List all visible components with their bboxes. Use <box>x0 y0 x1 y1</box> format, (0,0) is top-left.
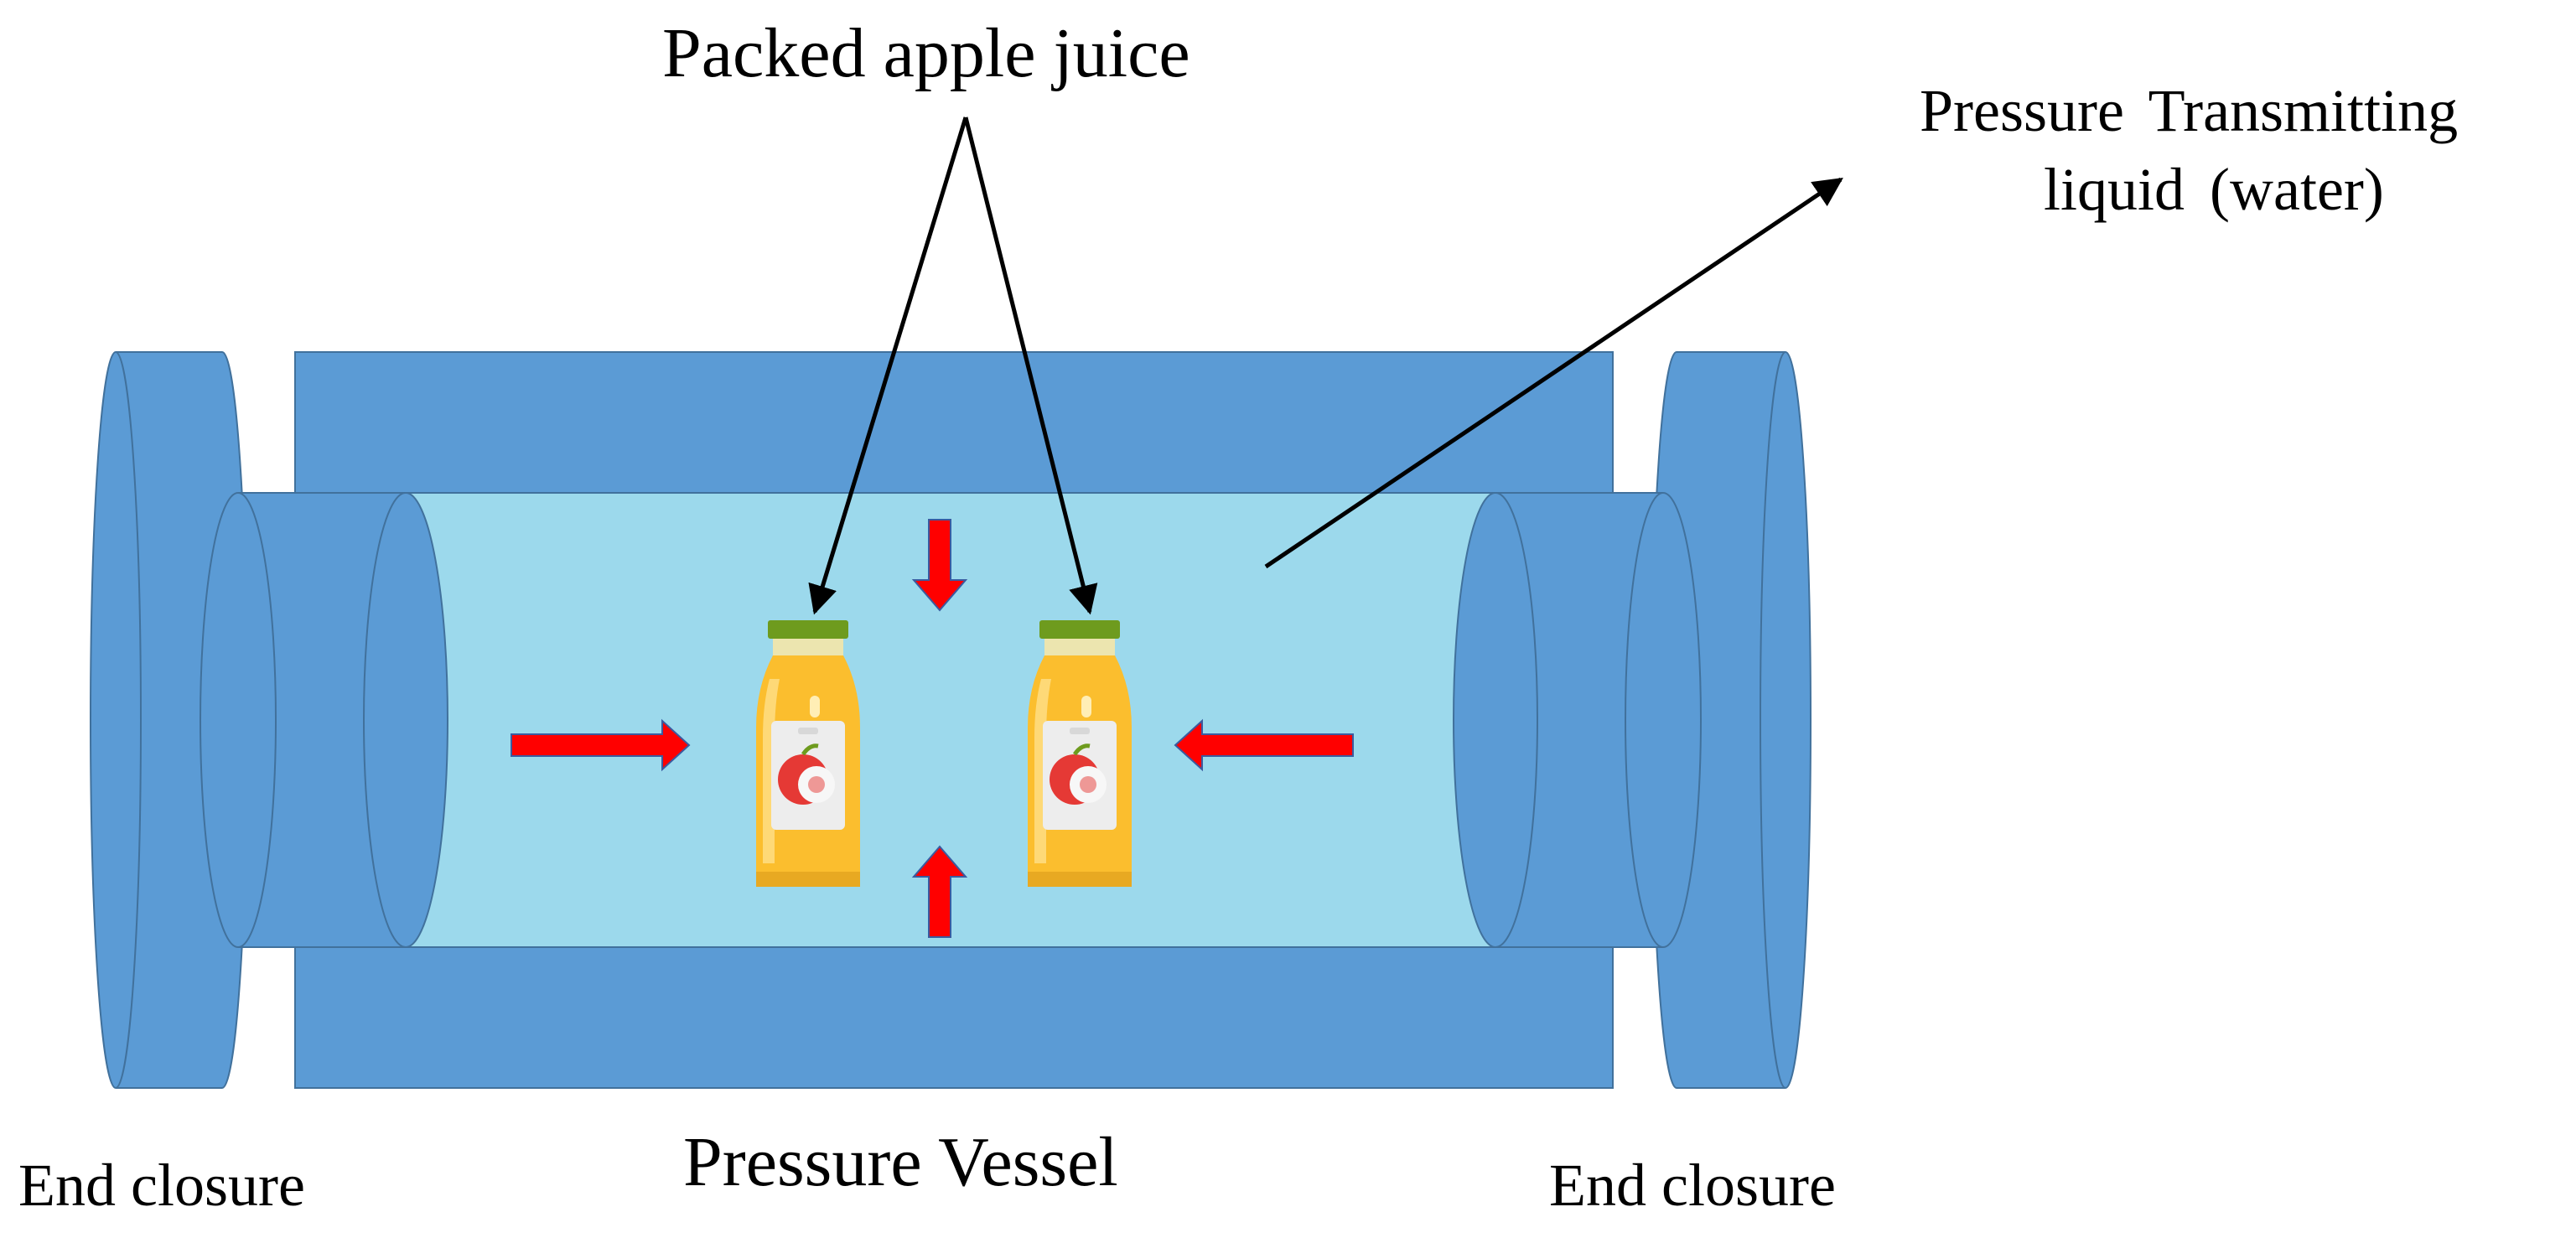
left-plug <box>200 492 448 948</box>
transmitting-liquid-label-line2: liquid (water) <box>2044 156 2384 223</box>
packed-juice-label: Packed apple juice <box>662 14 1190 92</box>
end-closure-right-label: End closure <box>1549 1152 1836 1219</box>
right-plug <box>1453 492 1702 948</box>
pressure-arrow-icon <box>511 519 1354 938</box>
juice-bottle-icon <box>1028 620 1132 887</box>
transmitting-liquid-label-line1: Pressure Transmitting <box>1920 77 2459 144</box>
pressure-vessel-label: Pressure Vessel <box>683 1123 1118 1201</box>
pointer-arrow-bottle-right <box>963 117 1098 615</box>
juice-bottle-icon <box>756 620 860 887</box>
pointer-arrow-liquid <box>1264 177 1843 569</box>
pressure-arrow-top <box>911 519 968 612</box>
pressure-arrow-right <box>1174 718 1354 772</box>
pressure-arrow-left <box>511 718 691 772</box>
pointer-arrow-bottle-left <box>808 117 968 615</box>
end-closure-left-label: End closure <box>18 1152 305 1219</box>
pressure-arrow-bottom <box>911 845 968 938</box>
